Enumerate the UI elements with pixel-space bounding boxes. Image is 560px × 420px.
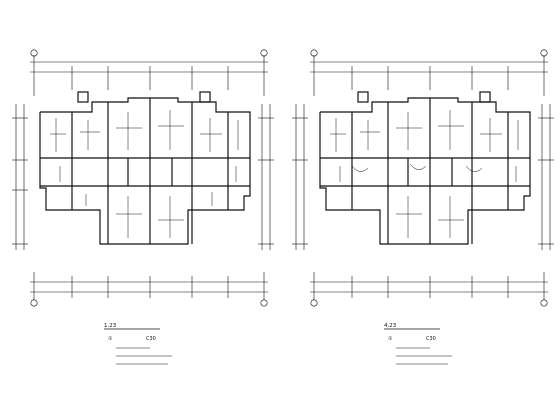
walls-right [319,91,531,245]
dimension-bottom-right [310,272,548,307]
note-marker-right: ① [388,336,393,342]
plan-left [12,49,274,307]
dimension-sides-right [292,104,554,250]
dimension-bottom-left [30,272,268,307]
notes-left: 1.23 ① C30 [104,323,172,365]
dimension-top-right [310,49,548,96]
plan-title-right: 4.23 [384,323,397,329]
note-lines-left [116,347,172,365]
note-marker-left: ① [108,336,113,342]
plan-right [292,49,554,307]
dimension-top-left [30,49,268,96]
grade-label-right: C30 [426,336,436,342]
dimension-sides-left [12,104,274,250]
walls-left [39,91,251,245]
rebar-marks-left [50,110,239,238]
notes-right: 4.23 ① C30 [384,323,452,365]
rebar-marks-right [330,110,519,238]
grade-label-left: C30 [146,336,156,342]
note-lines-right [396,347,452,365]
plan-title-left: 1.23 [104,323,117,329]
